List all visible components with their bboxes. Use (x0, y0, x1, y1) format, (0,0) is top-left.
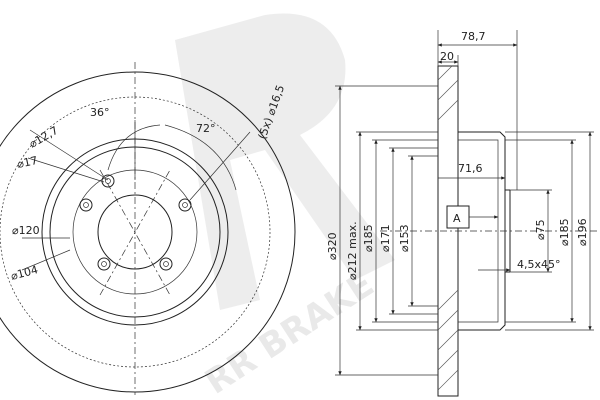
friction-ring-inner (0, 96, 271, 368)
dim-chamfer: 4,5x45° (517, 258, 561, 271)
dim-196: ⌀196 (576, 218, 589, 246)
side-view: 78,7 20 71,6 ⌀320 ⌀212 max. ⌀185 ⌀171 ⌀1… (326, 30, 600, 397)
dim-153: ⌀153 (398, 224, 411, 252)
datum-label: A (453, 212, 461, 225)
dim-total-width: 78,7 (461, 30, 486, 43)
dim-320: ⌀320 (326, 232, 339, 260)
dim-212-max: ⌀212 max. (346, 221, 359, 280)
watermark: RR BRAKE (175, 13, 395, 400)
dim-hat-depth: 71,6 (458, 162, 483, 175)
dim-disc-thickness: 20 (440, 50, 454, 63)
dim-185-right: ⌀185 (558, 218, 571, 246)
dim-171: ⌀171 (379, 224, 392, 252)
bolt-holes (79, 174, 192, 271)
dim-17: ⌀17 (16, 154, 39, 171)
dim-120: ⌀120 (12, 224, 40, 237)
dim-104: ⌀104 (9, 263, 39, 283)
section-hatch (437, 65, 459, 391)
angle-72: 72° (196, 122, 216, 135)
dim-185-left: ⌀185 (362, 224, 375, 252)
dim-75: ⌀75 (534, 219, 547, 240)
angle-36: 36° (90, 106, 110, 119)
